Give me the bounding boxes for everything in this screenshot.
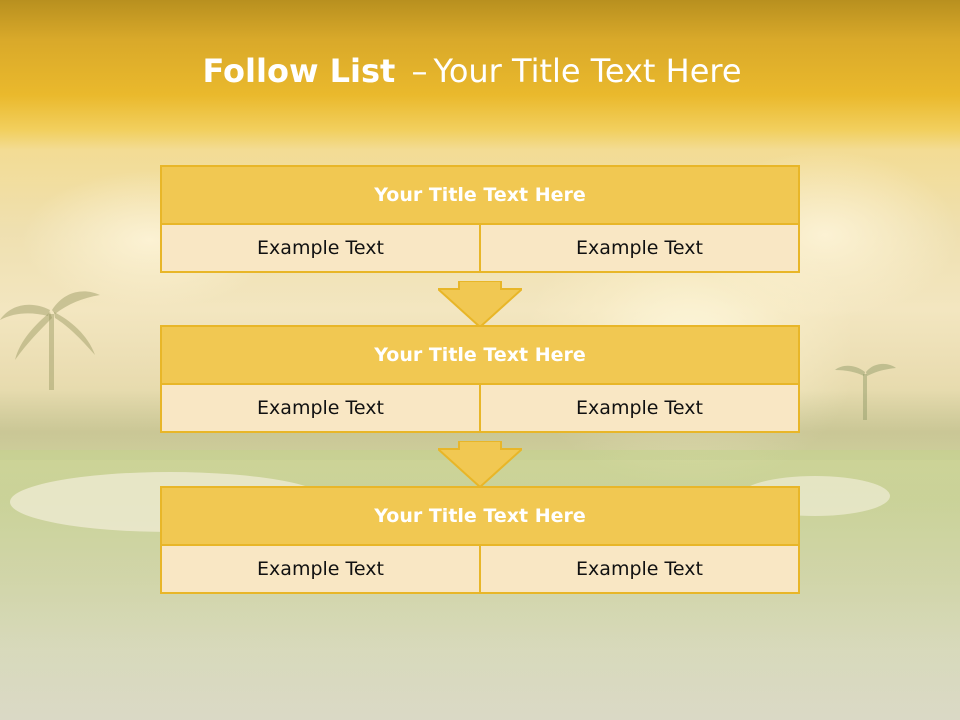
slide-title-dash: – xyxy=(411,52,428,90)
step-row: Example Text Example Text xyxy=(162,225,798,271)
step-text-left: Example Text xyxy=(162,546,479,592)
step-title: Your Title Text Here xyxy=(162,488,798,546)
slide-title-rest: Your Title Text Here xyxy=(433,52,742,90)
palm-tree-right xyxy=(835,363,896,420)
step-row: Example Text Example Text xyxy=(162,546,798,592)
step-text-right: Example Text xyxy=(479,225,798,271)
down-arrow-icon xyxy=(438,281,522,327)
step-text-right: Example Text xyxy=(479,385,798,431)
step-title: Your Title Text Here xyxy=(162,167,798,225)
step-text-right: Example Text xyxy=(479,546,798,592)
palm-tree-left xyxy=(0,291,100,390)
step-block-3: Your Title Text Here Example Text Exampl… xyxy=(160,486,800,594)
step-block-2: Your Title Text Here Example Text Exampl… xyxy=(160,325,800,433)
step-row: Example Text Example Text xyxy=(162,385,798,431)
step-text-left: Example Text xyxy=(162,385,479,431)
slide-title-bold: Follow List xyxy=(202,52,396,90)
step-block-1: Your Title Text Here Example Text Exampl… xyxy=(160,165,800,273)
slide-title: Follow List –Your Title Text Here xyxy=(0,52,944,90)
down-arrow-icon xyxy=(438,441,522,487)
step-text-left: Example Text xyxy=(162,225,479,271)
step-title: Your Title Text Here xyxy=(162,327,798,385)
